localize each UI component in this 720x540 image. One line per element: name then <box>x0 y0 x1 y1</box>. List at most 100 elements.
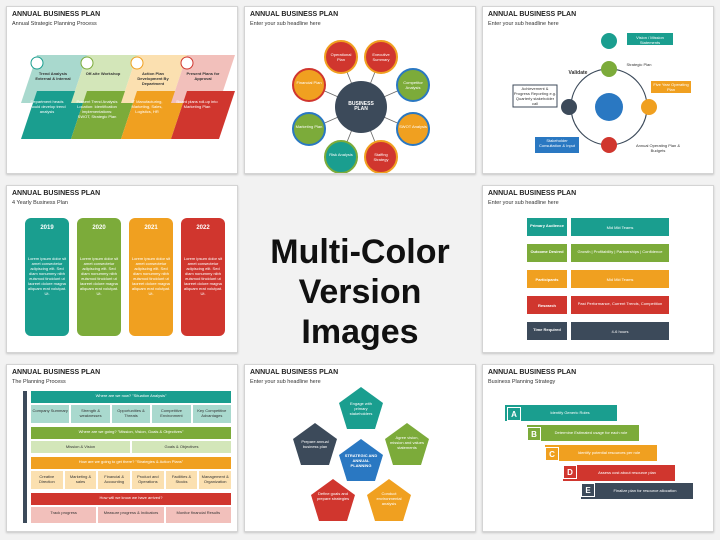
reporting-icon <box>561 99 577 115</box>
item-vision: Vision / Mission Statements <box>636 35 664 45</box>
row-1-value: Mid Mkt Teams <box>606 225 634 230</box>
node-label-6: Marketing Plan <box>295 124 323 129</box>
q1-cells: Company Summary Strength & weaknesses Op… <box>31 405 232 423</box>
q1-header: Where are we now? "Situation Analysis" <box>31 391 231 403</box>
five-year-icon <box>641 99 657 115</box>
hub-label: BUSINESS PLAN <box>348 101 374 112</box>
step-band-2 <box>71 91 137 139</box>
slide-strategic-process[interactable]: ANNUAL BUSINESS PLAN Annual Strategic Pl… <box>6 6 238 174</box>
slide-pentagon-planning[interactable]: ANNUAL BUSINESS PLAN Enter your sub head… <box>244 364 476 532</box>
year-card-2019 <box>25 218 69 336</box>
hub-circle <box>335 81 387 133</box>
row-4-value-box <box>571 296 669 314</box>
penta-engage <box>339 387 383 429</box>
slide-title: ANNUAL BUSINESS PLAN <box>12 369 101 376</box>
strategy-letter-d: D <box>563 465 577 479</box>
strategy-step-e <box>581 483 693 499</box>
slide-title: ANNUAL BUSINESS PLAN <box>250 11 339 18</box>
center-line-1: Multi-Color <box>270 233 450 271</box>
node-label-7: Financial Plan <box>296 80 322 85</box>
strategy-letter-c: C <box>545 447 559 461</box>
node-financial <box>292 68 326 102</box>
slide-audience-table[interactable]: ANNUAL BUSINESS PLAN Enter your sub head… <box>482 185 714 353</box>
process-arrows <box>21 55 235 139</box>
q4-cells: Track progress Measure progress & Indica… <box>31 507 231 523</box>
year-label-2019: 2019 <box>40 225 54 231</box>
vision-icon <box>601 33 617 49</box>
slide-4-yearly[interactable]: ANNUAL BUSINESS PLAN 4 Yearly Business P… <box>6 185 238 353</box>
node-label-3: SWOT Analysis <box>399 124 427 129</box>
row-1 <box>527 218 567 236</box>
strategy-step-a <box>505 405 617 421</box>
node-label-2: Competitor Analysis <box>403 80 423 90</box>
slide-planning-process[interactable]: ANNUAL BUSINESS PLAN The Planning Proces… <box>6 364 238 532</box>
q3-cell-2: Financial & Accounting <box>98 471 131 489</box>
slide-subtitle: Enter your sub headline here <box>250 21 321 27</box>
row-5-label: Time Required <box>533 327 561 332</box>
penta-label-3: Define goals and prepare strategies <box>316 491 350 501</box>
item-five-year: Five Year Operating Plan <box>653 82 689 92</box>
item-annual: Annual Operating Plan & Budgets <box>635 143 681 153</box>
row-2 <box>527 244 567 262</box>
process-arrow-bar <box>23 391 27 523</box>
row-5-value: 4-6 hours <box>611 329 629 334</box>
year-body-2020: Lorem ipsum dolor sit amet consectetur a… <box>79 256 119 296</box>
q4-cell-0: Track progress <box>31 507 97 523</box>
strategy-letter-b: B <box>527 427 541 441</box>
step-band-3 <box>121 91 187 139</box>
row-1-label: Primary Audience <box>530 223 564 228</box>
pentagon-diagram <box>293 387 429 521</box>
slide-subtitle: 4 Yearly Business Plan <box>12 200 68 206</box>
step-2-head: Off-site Workshop <box>85 71 121 76</box>
badge-2 <box>80 56 94 70</box>
row-3 <box>527 270 567 288</box>
node-competitor <box>396 68 430 102</box>
row-5-value-box <box>571 322 669 340</box>
q1-cell-0: Company Summary <box>31 405 70 423</box>
slide-planning-cycle[interactable]: ANNUAL BUSINESS PLAN Enter your sub head… <box>482 6 714 174</box>
q1-cell-2: Opportunities & Threats <box>111 405 151 423</box>
penta-goals <box>311 479 355 521</box>
strategy-step-c <box>545 445 657 461</box>
slide-planning-strategy[interactable]: ANNUAL BUSINESS PLAN Business Planning S… <box>482 364 714 532</box>
center-line-2: Version Images <box>298 273 422 351</box>
strategy-step-d <box>563 465 675 481</box>
row-3-label: Participants <box>535 277 559 282</box>
consultation-box <box>535 137 579 153</box>
row-2-value-box <box>571 244 669 262</box>
q2-header: Where are we going? "Mission, Vision, Go… <box>31 427 231 439</box>
row-4-label: Research <box>537 303 556 308</box>
center-pentagon <box>339 439 383 481</box>
strategy-letter-e: E <box>581 483 595 497</box>
node-label-4: Staffing Strategy <box>373 152 389 162</box>
q3-cell-4: Facilities & Stocks <box>165 471 198 489</box>
node-label-0: Operational Plan <box>330 52 352 62</box>
year-body-2022: Lorem ipsum dolor sit amet consectetur a… <box>183 256 223 296</box>
cycle-diagram <box>512 33 691 153</box>
step-1-head: Trend Analysis External & Internal <box>35 71 71 81</box>
year-label-2021: 2021 <box>144 225 158 231</box>
five-year-box <box>651 81 691 93</box>
strategy-text-d: Assess cost about resource plan <box>598 470 656 475</box>
slide-title: ANNUAL BUSINESS PLAN <box>250 369 339 376</box>
year-label-2022: 2022 <box>196 225 210 231</box>
q4-header: How will we know we have arrived? <box>31 493 231 505</box>
vision-box <box>627 33 673 45</box>
slide-business-plan-wheel[interactable]: ANNUAL BUSINESS PLAN Enter your sub head… <box>244 6 476 174</box>
q4-cell-1: Measure progress & Indicators <box>98 507 164 523</box>
strategy-text-b: Determine Estimated usage for each role <box>554 430 628 435</box>
item-strategic: Strategic Plan <box>626 62 652 67</box>
strategy-letter-a: A <box>507 407 521 421</box>
item-consultation: Stakeholder Consultation & Input <box>538 138 576 148</box>
slide-subtitle: Enter your sub headline here <box>488 200 559 206</box>
q3-cell-5: Management & Organization <box>199 471 232 489</box>
q2-cell-0: Mission & Vision <box>31 441 130 453</box>
node-label-1: Executive Summary <box>372 52 390 62</box>
slide-subtitle: Business Planning Strategy <box>488 379 556 385</box>
row-3-value-box <box>571 270 669 288</box>
q4-cell-2: Monitor financial Results <box>165 507 231 523</box>
step-4-head: Present Plans for Approval <box>186 71 220 81</box>
strategy-text-a: Identify Generic Roles <box>550 410 590 415</box>
center-label: STRATEGIC AND ANNUAL PLANNING <box>344 453 378 468</box>
